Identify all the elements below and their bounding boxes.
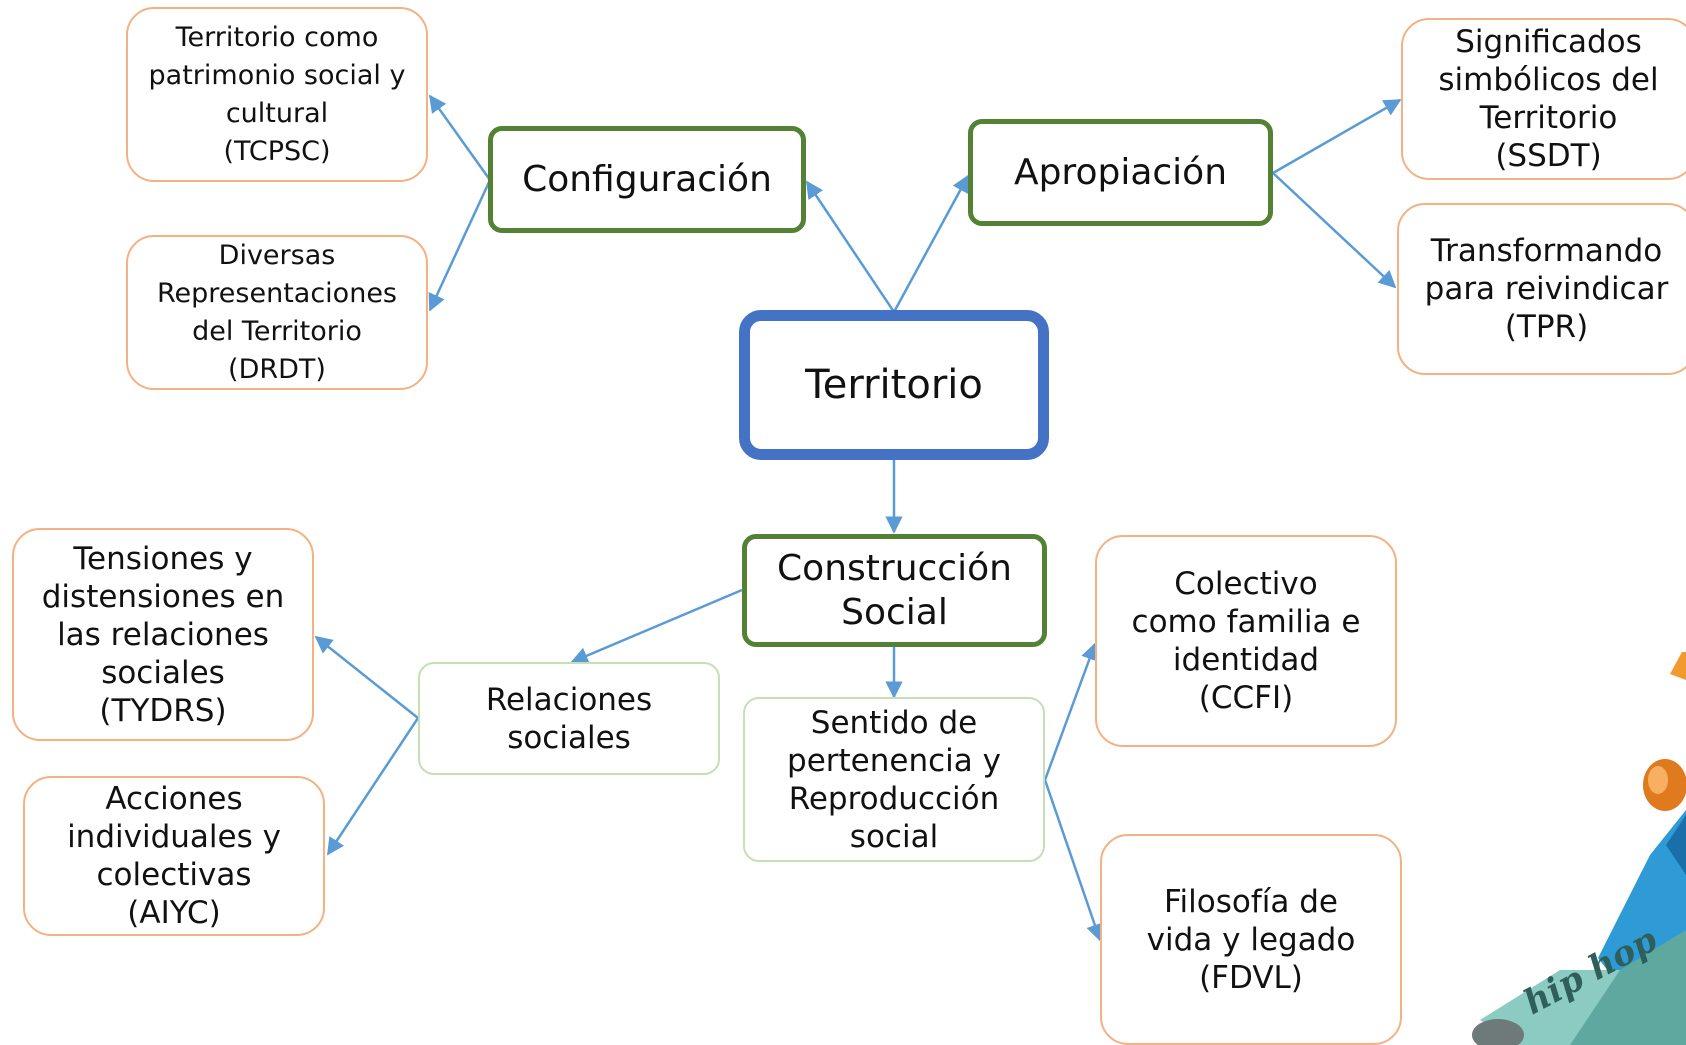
node-code-aiyc: Acciones individuales y colectivas (AIYC… — [23, 776, 325, 936]
node-code-tpr: Transformando para reivindicar (TPR) — [1397, 203, 1686, 375]
spray-can-decoration: hip hop — [1472, 652, 1686, 1045]
node-relaciones-sociales: Relaciones sociales — [418, 662, 720, 775]
node-construccion-social: Construcción Social — [742, 534, 1047, 647]
arrow-relaciones-tydrs — [314, 635, 419, 719]
node-code-ccfi: Colectivo como familia e identidad (CCFI… — [1095, 535, 1397, 747]
node-code-drdt: Diversas Representaciones del Territorio… — [126, 235, 428, 390]
arrow-configuracion-tcpsc — [428, 94, 492, 181]
arrow-apropiacion-ssdt — [1272, 98, 1402, 175]
node-apropiacion: Apropiación — [968, 119, 1273, 226]
node-code-ssdt: Significados simbólicos del Territorio (… — [1401, 18, 1686, 180]
node-code-tydrs: Tensiones y distensiones en las relacion… — [12, 528, 314, 741]
arrow-sentido-ccfi — [1043, 642, 1098, 781]
node-configuracion: Configuración — [488, 126, 806, 233]
node-code-tcpsc: Territorio como patrimonio social y cult… — [126, 7, 428, 182]
node-code-fdvl: Filosofía de vida y legado (FDVL) — [1100, 834, 1402, 1045]
arrow-sentido-fdvl — [1043, 779, 1104, 942]
arrow-territorio-apropiacion — [892, 174, 970, 313]
arrow-apropiacion-tpr — [1272, 172, 1397, 289]
node-sentido-de-pertenencia: Sentido de pertenencia y Reproducción so… — [743, 697, 1045, 862]
arrow-territorio-configuracion — [805, 180, 896, 313]
node-territorio: Territorio — [739, 310, 1049, 460]
arrow-relaciones-aiyc — [326, 717, 420, 856]
arrow-configuracion-drdt — [428, 179, 492, 312]
arrow-construccion-relaciones — [570, 588, 743, 664]
